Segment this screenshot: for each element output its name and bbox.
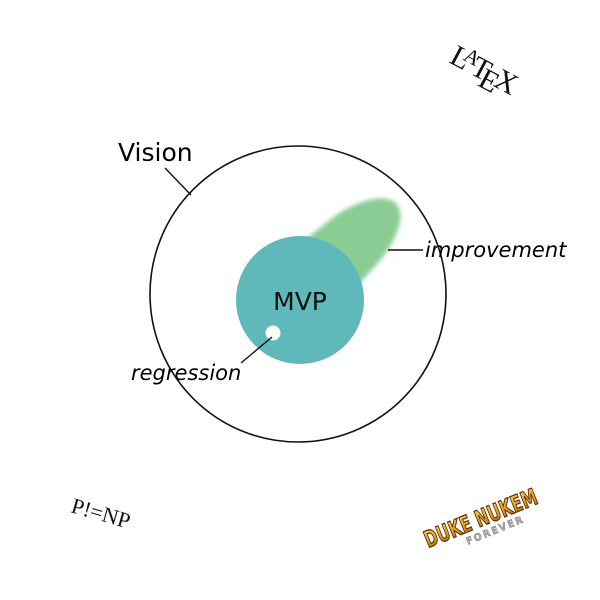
- vision-label: Vision: [118, 138, 193, 167]
- latex-logo: LATEX: [441, 37, 524, 108]
- vision-circle: [149, 145, 447, 443]
- regression-dot: [265, 325, 281, 341]
- duke-nukem-logo: DUKE NUKEM FOREVER: [420, 484, 542, 554]
- regression-leader-line: [240, 336, 273, 364]
- pnp-text: P!=NP: [69, 493, 134, 534]
- regression-label: regression: [131, 361, 241, 385]
- improvement-label: improvement: [425, 238, 567, 262]
- svg-text:LATEX: LATEX: [441, 37, 524, 108]
- vision-leader-line: [164, 167, 192, 196]
- mvp-label: MVP: [273, 287, 327, 316]
